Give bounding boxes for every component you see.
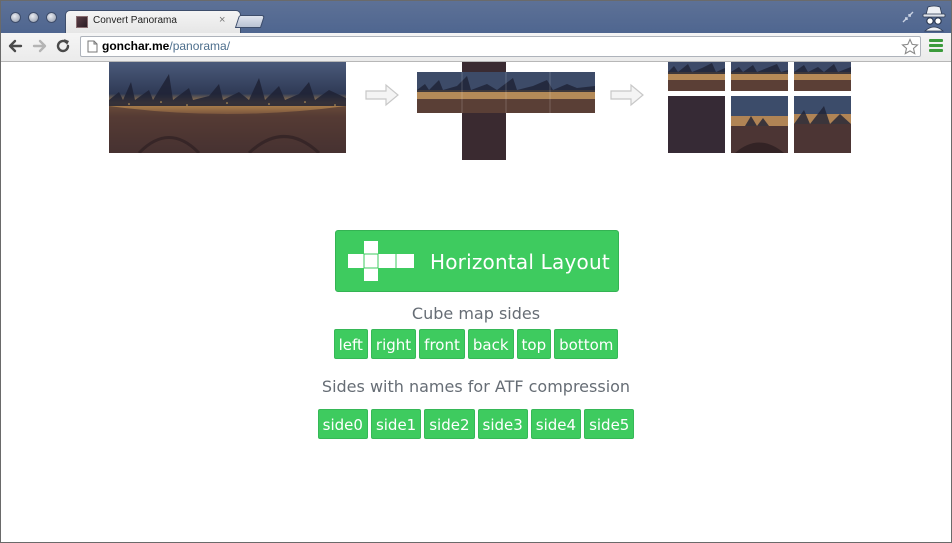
url-path: /panorama/ xyxy=(169,39,231,53)
menu-icon[interactable] xyxy=(929,39,943,53)
back-arrow-icon[interactable] xyxy=(6,36,26,56)
side-button-back[interactable]: back xyxy=(467,329,514,359)
side-button-side0[interactable]: side0 xyxy=(317,409,368,439)
layout-button-label: Horizontal Layout xyxy=(430,250,610,274)
side-button-bottom[interactable]: bottom xyxy=(554,329,619,359)
right-arrow-icon xyxy=(365,83,399,107)
close-window-button[interactable] xyxy=(10,12,21,23)
right-arrow-icon xyxy=(610,83,644,107)
forward-arrow-icon[interactable] xyxy=(29,36,49,56)
new-tab-button[interactable] xyxy=(234,15,266,28)
cube-map-sides-title: Cube map sides xyxy=(411,304,541,323)
cube-tile-image xyxy=(668,96,725,153)
cube-tile-image xyxy=(668,62,725,91)
tab-close-icon[interactable]: × xyxy=(219,14,226,26)
side-button-side5[interactable]: side5 xyxy=(584,409,635,439)
panorama-image xyxy=(109,62,346,153)
fullscreen-icon[interactable] xyxy=(901,10,915,24)
cube-tile-image xyxy=(731,62,788,91)
side-button-front[interactable]: front xyxy=(419,329,465,359)
page-icon xyxy=(87,40,98,53)
cube-tile-image xyxy=(794,96,851,153)
reload-icon[interactable] xyxy=(53,36,73,56)
side-button-side2[interactable]: side2 xyxy=(424,409,475,439)
horizontal-layout-button[interactable]: Horizontal Layout xyxy=(335,230,619,292)
side-button-top[interactable]: top xyxy=(516,329,552,359)
zoom-window-button[interactable] xyxy=(46,12,57,23)
title-bar: Convert Panorama × xyxy=(1,1,951,33)
address-bar[interactable]: gonchar.me/panorama/ xyxy=(80,36,921,57)
side-button-right[interactable]: right xyxy=(370,329,417,359)
tab-convert-panorama[interactable]: Convert Panorama × xyxy=(65,10,241,33)
cube-cross-image xyxy=(417,62,595,160)
side-button-side3[interactable]: side3 xyxy=(477,409,528,439)
url-host: gonchar.me xyxy=(102,39,170,53)
atf-sides-title: Sides with names for ATF compression xyxy=(321,377,631,396)
incognito-icon xyxy=(922,5,946,32)
horizontal-cross-icon xyxy=(348,241,414,281)
favicon-icon xyxy=(76,16,88,28)
cube-sides-buttons: left right front back top bottom xyxy=(1,329,951,359)
side-button-side1[interactable]: side1 xyxy=(370,409,422,439)
page-content: Horizontal Layout Cube map sides left ri… xyxy=(1,62,951,542)
side-button-left[interactable]: left xyxy=(333,329,368,359)
side-button-side4[interactable]: side4 xyxy=(530,409,582,439)
cube-tile-image xyxy=(731,96,788,153)
atf-sides-buttons: side0 side1 side2 side3 side4 side5 xyxy=(1,409,951,439)
minimize-window-button[interactable] xyxy=(28,12,39,23)
star-icon[interactable] xyxy=(901,38,919,56)
cube-tile-image xyxy=(794,62,851,91)
tab-title: Convert Panorama xyxy=(93,15,177,26)
browser-toolbar: gonchar.me/panorama/ xyxy=(1,33,951,62)
url-text: gonchar.me/panorama/ xyxy=(102,39,230,53)
